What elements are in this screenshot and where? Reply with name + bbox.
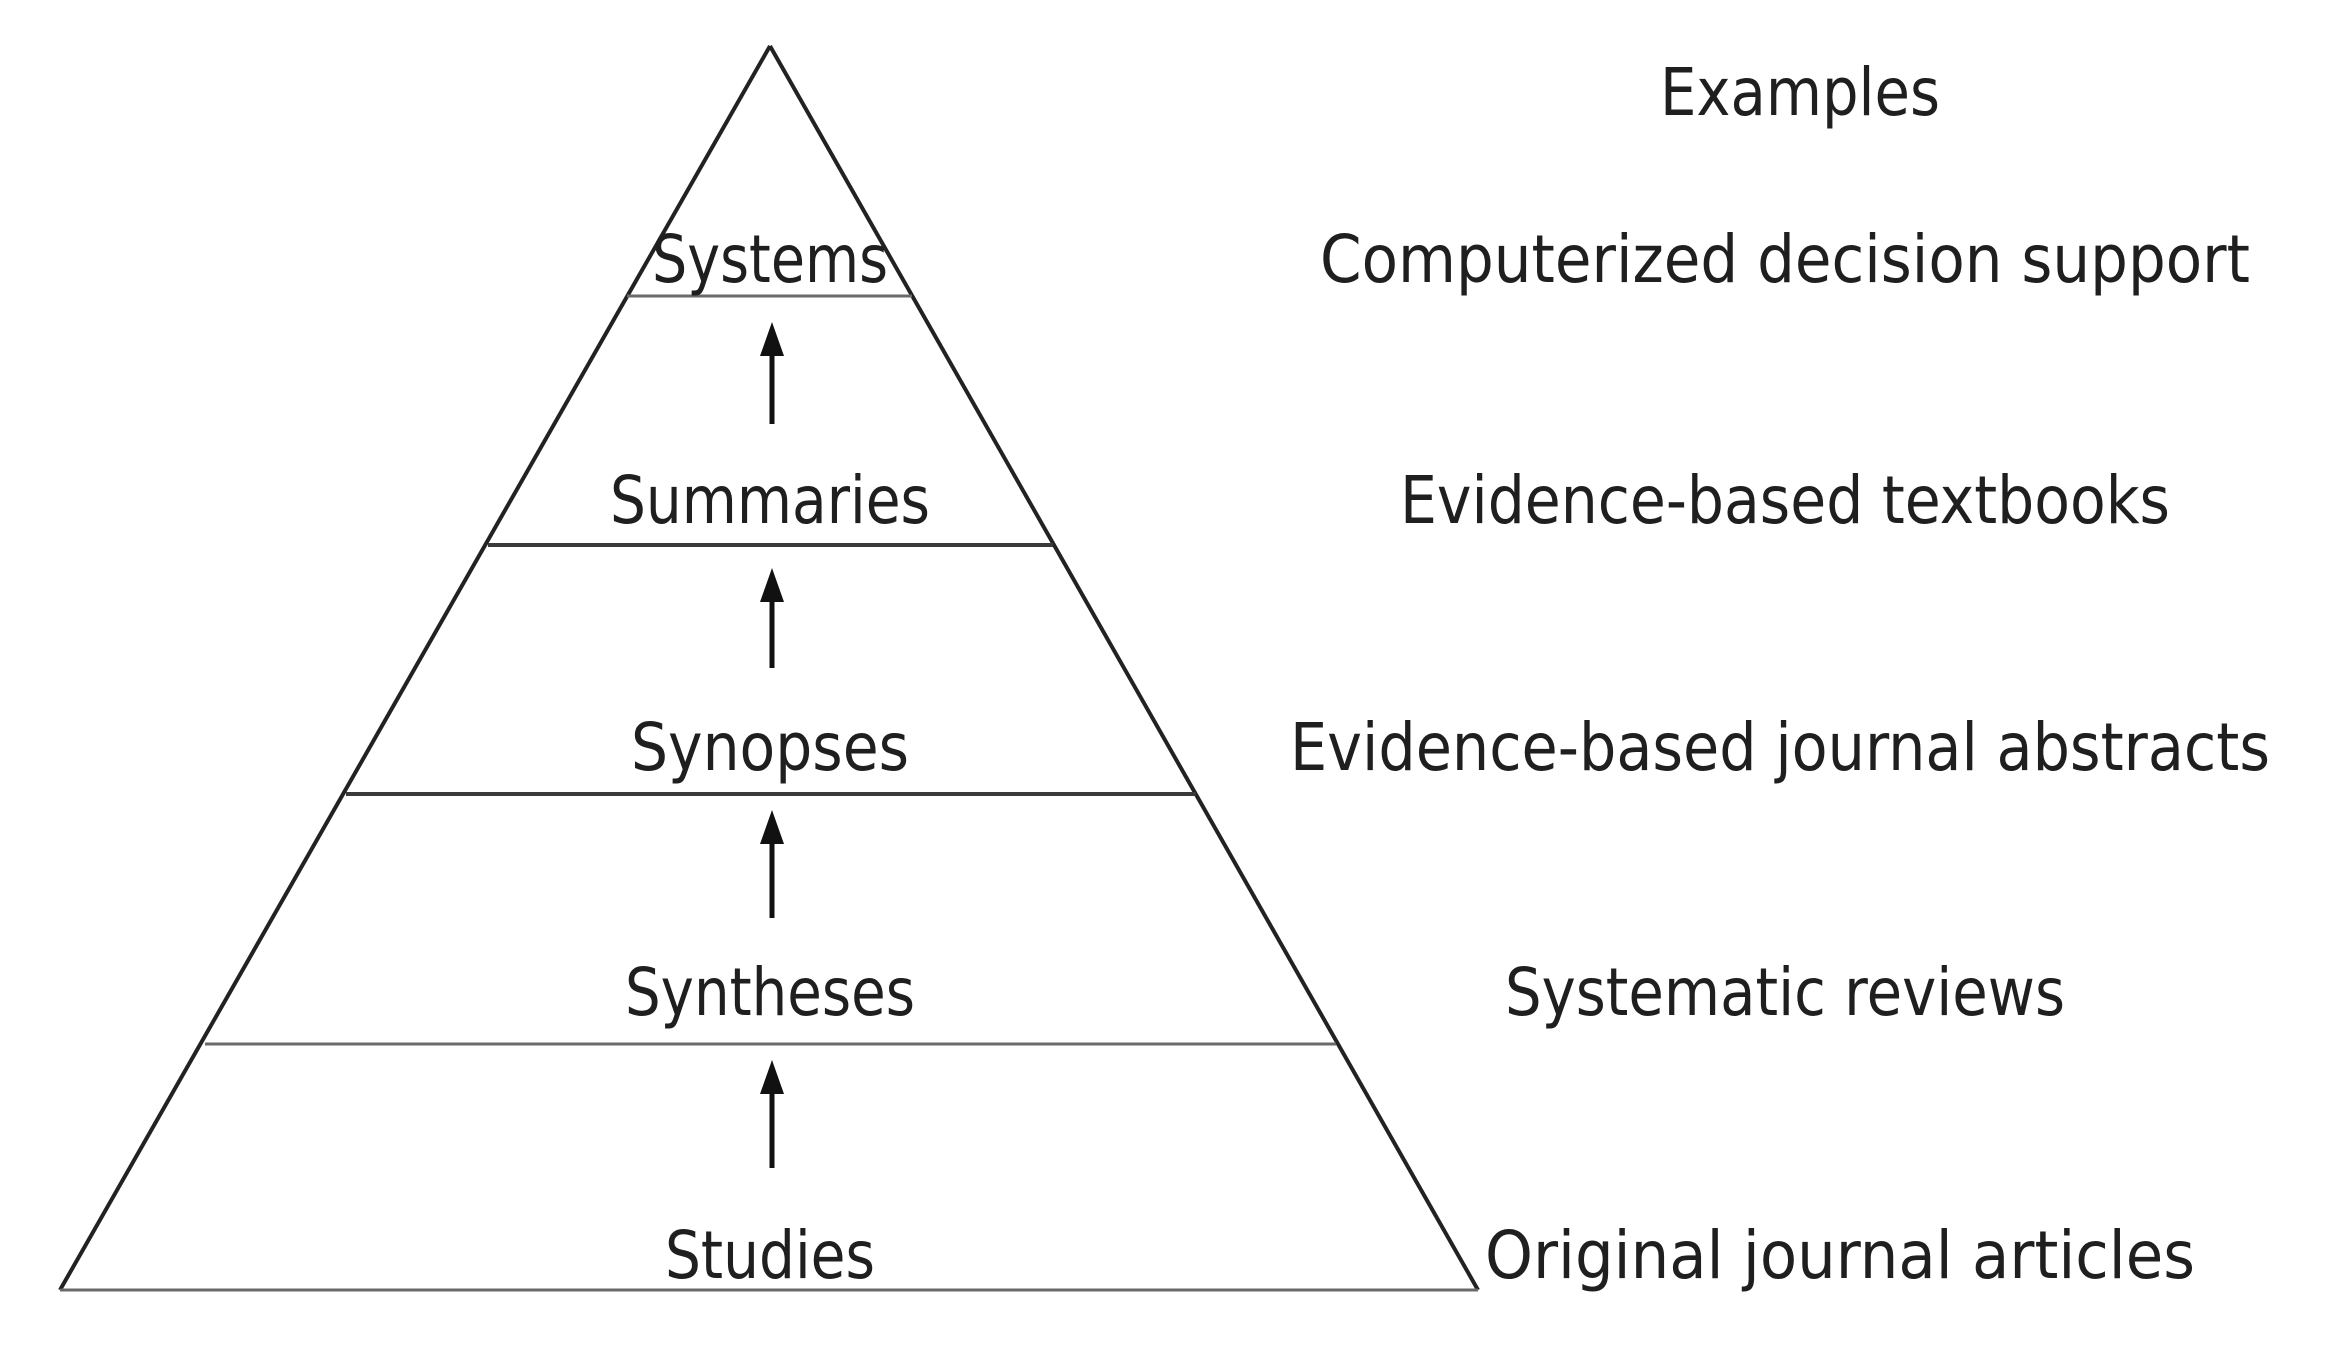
example-summaries: Evidence-based textbooks	[1400, 462, 2170, 539]
arrow-up-icon	[760, 810, 784, 918]
example-systems: Computerized decision support	[1320, 221, 2250, 298]
level-label-summaries: Summaries	[610, 462, 930, 539]
level-label-syntheses: Syntheses	[625, 954, 915, 1031]
level-label-synopses: Synopses	[631, 709, 909, 786]
pyramid-right-edge	[768, 45, 1480, 1291]
level-label-studies: Studies	[665, 1217, 875, 1294]
arrow-up-icon	[760, 568, 784, 668]
example-syntheses: Systematic reviews	[1505, 954, 2065, 1031]
pyramid-left-edge	[58, 45, 772, 1291]
examples-header: Examples	[1660, 54, 1940, 131]
example-studies: Original journal articles	[1485, 1217, 2195, 1294]
arrow-up-icon	[760, 1060, 784, 1168]
level-label-systems: Systems	[652, 221, 888, 298]
example-synopses: Evidence-based journal abstracts	[1290, 709, 2270, 786]
arrow-up-icon	[760, 322, 784, 424]
